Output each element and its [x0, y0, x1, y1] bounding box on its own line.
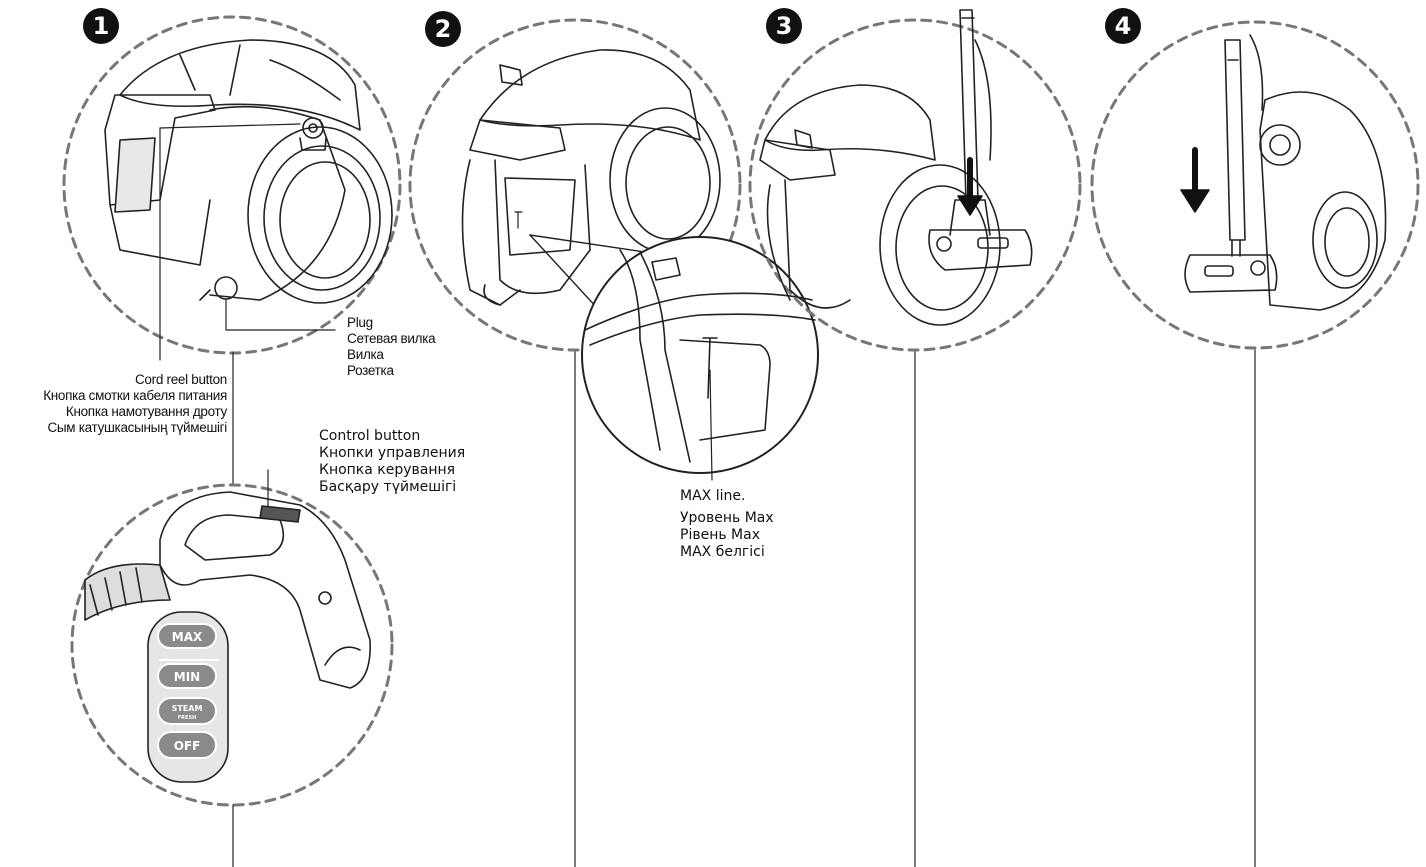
off-button-label: OFF — [174, 739, 201, 753]
cord-reel-label-en: Cord reel button — [134, 372, 227, 387]
max-button-label: MAX — [172, 630, 203, 644]
steam-button-label: STEAM — [172, 704, 203, 713]
handle-drawing — [84, 491, 371, 689]
step-1-badge: 1 — [83, 8, 119, 44]
max-line-label-ru: Уровень Max — [680, 510, 774, 526]
cord-reel-label: Cord reel button Кнопка смотки кабеля пи… — [43, 372, 227, 436]
cord-reel-label-kk: Сым катушкасының түймешігі — [47, 420, 227, 435]
max-line-label-uk: Рівень Max — [680, 527, 760, 543]
steam-sub-label: FRESH — [178, 715, 196, 721]
step4-circle — [1090, 20, 1420, 350]
zoom-detail — [584, 249, 816, 463]
vacuum-body-3 — [759, 9, 1033, 326]
max-line-label-kk: MAX белгісі — [680, 544, 765, 560]
control-label-ru: Кнопки управления — [319, 445, 466, 461]
step2-circle — [408, 18, 742, 352]
control-label-kk: Басқару түймешігі — [319, 479, 457, 495]
control-button-label: Control button Кнопки управления Кнопка … — [319, 428, 465, 496]
plug-label-en: Plug — [347, 315, 373, 330]
step-4-badge: 4 — [1105, 8, 1141, 44]
step3-circle — [748, 18, 1082, 352]
min-button-shape — [157, 663, 217, 689]
control-label-uk: Кнопка керування — [319, 462, 456, 478]
step-2-badge: 2 — [425, 11, 461, 47]
plug-label-uk: Вилка — [347, 347, 384, 362]
cord-reel-label-uk: Кнопка намотування дроту — [65, 404, 227, 419]
min-button-label: MIN — [174, 670, 200, 684]
plug-label: Plug Сетевая вилка Вилка Розетка — [347, 315, 436, 379]
step1-circle — [62, 15, 402, 355]
plug-label-ru: Сетевая вилка — [347, 331, 436, 346]
control-label-en: Control button — [319, 428, 421, 444]
plug-label-kk: Розетка — [347, 363, 394, 378]
max-line-label-en: MAX line. — [680, 488, 746, 504]
control-circle — [70, 483, 394, 807]
vacuum-body-4 — [1184, 34, 1387, 311]
steam-button-shape — [157, 697, 217, 725]
off-button-shape — [157, 731, 217, 759]
step-3-badge: 3 — [766, 8, 802, 44]
max-button-shape — [157, 623, 217, 649]
max-line-label: MAX line. Уровень Max Рівень Max MAX бел… — [680, 488, 774, 561]
vacuum-body-1 — [104, 39, 393, 304]
cord-reel-label-ru: Кнопка смотки кабеля питания — [43, 388, 227, 403]
zoom-circle — [581, 236, 819, 474]
